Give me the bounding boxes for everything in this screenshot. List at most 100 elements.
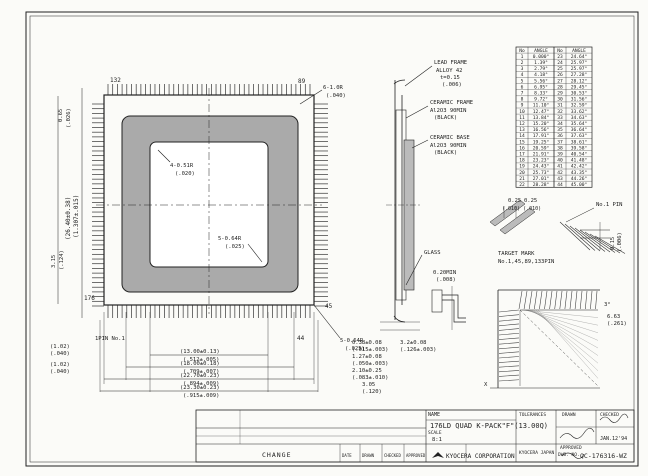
table-cell: 27 [557, 78, 563, 84]
side-note-1-inch: (.040) [50, 351, 70, 357]
table-cell: 43.35° [571, 170, 588, 176]
seal-dim-inch: (.124) [59, 250, 65, 270]
table-cell: 32.59° [571, 103, 588, 109]
table-cell: 0.000° [533, 54, 550, 60]
table-cell: 29.45° [571, 84, 588, 90]
table-cell: 31.56° [571, 97, 588, 103]
lead-pitch: 0.65 [58, 109, 64, 122]
table-cell: 41.48° [571, 158, 588, 164]
table-header-cell: ANGLE [572, 48, 586, 54]
table-cell: 36 [557, 133, 563, 139]
sec-dim-b-inch: (.015±.003) [352, 347, 388, 353]
table-cell: 2 [521, 60, 524, 66]
package-top-view [92, 84, 328, 318]
approved-label: APPROVED [560, 445, 582, 451]
table-cell: 37 [557, 139, 563, 145]
corner-dim-inch: (.261) [607, 321, 627, 327]
title-block [195, 409, 635, 463]
outer-dim: (26.40±0.38) [65, 197, 72, 240]
table-cell: 27.01° [533, 176, 550, 182]
leads-right [314, 103, 328, 307]
table-cell: 21.91° [533, 152, 550, 158]
table-cell: 42 [557, 170, 563, 176]
table-cell: 29 [557, 91, 563, 97]
sec-dim-e: 2.10±0.25 [352, 368, 382, 374]
table-cell: 28.28° [533, 182, 550, 188]
table-cell: 39.58° [571, 145, 588, 151]
table-cell: 2.79° [534, 66, 548, 72]
table-cell: 13.84° [533, 115, 550, 121]
ceramic-base-material: Al2O3 90MIN [430, 143, 466, 149]
table-cell: 25.73° [533, 170, 550, 176]
leads-top [107, 84, 311, 95]
table-cell: 44 [557, 182, 563, 188]
table-cell: 8.33° [534, 91, 548, 97]
table-cell: 6.95° [534, 84, 548, 90]
date-col-label: DATE [342, 453, 352, 458]
leader-ceramic-base [411, 139, 429, 149]
table-cell: 23.23° [533, 158, 550, 164]
sec-dim-a: 0.20MIN [433, 270, 456, 276]
table-cell: 17 [519, 152, 525, 158]
table-cell: 1 [521, 54, 524, 60]
sec-dim-d-inch: (.050±.003) [352, 361, 388, 367]
table-cell: 7 [521, 91, 524, 97]
lead-frame-thickness: t=0.15 [440, 75, 460, 81]
table-cell: 41 [557, 164, 563, 170]
lead-frame-material: ALLOY 42 [436, 68, 463, 74]
table-header-cell: ANGLE [534, 48, 548, 54]
corner-detail-view [490, 289, 600, 389]
leader-inner-r [157, 149, 171, 163]
lead-width-1: 0.25 [508, 198, 521, 204]
company-name: KYOCERA CORPORATION [446, 453, 515, 460]
table-cell: 9 [521, 103, 524, 109]
pin1-note: No.1 PIN [596, 202, 623, 208]
table-header-cell: No [519, 48, 525, 54]
table-cell: 35 [557, 127, 563, 133]
table-cell: 28.12° [571, 78, 588, 84]
table-cell: 21 [519, 176, 525, 182]
table-cell: 12 [519, 121, 525, 127]
target-mark: TARGET MARK [498, 251, 535, 257]
lead-detail-view [489, 199, 626, 254]
table-cell: 1.39° [534, 60, 548, 66]
table-cell: 39 [557, 152, 563, 158]
table-cell: 33.62° [571, 109, 588, 115]
scale-label: SCALE [428, 430, 442, 436]
mid-radius-inch: (.025) [225, 244, 245, 250]
table-cell: 16.56° [533, 127, 550, 133]
leader-ceramic-frame [405, 105, 429, 119]
checked-label: CHECKED [600, 412, 619, 418]
pin-label-44: 44 [297, 335, 305, 342]
table-cell: 23 [557, 54, 563, 60]
table-cell: 27.28° [571, 72, 588, 78]
table-cell: 34.63° [571, 115, 588, 121]
table-cell: 24.43° [533, 164, 550, 170]
table-cell: 19 [519, 164, 525, 170]
sheet-border [25, 11, 639, 467]
target-mark-pins: No.1,45,89,133PIN [498, 259, 554, 265]
change-label: CHANGE [262, 451, 291, 459]
table-cell: 14 [519, 133, 525, 139]
table-cell: 24.64° [571, 54, 588, 60]
table-cell: 32 [557, 109, 563, 115]
glass-label: GLASS [424, 250, 441, 256]
approved-col-label: APPROVED [406, 453, 426, 458]
lead-width-inch: (.010) (.010) [502, 206, 541, 212]
table-cell: 3 [521, 66, 524, 72]
leader-mid-r [247, 243, 263, 263]
table-cell: 19.25° [533, 139, 550, 145]
bottom-dim-3-inch: (.894±.009) [183, 381, 219, 387]
side-note-1: (1.02) [50, 344, 70, 350]
side-note-2-inch: (.040) [50, 369, 70, 375]
table-cell: 20.59° [533, 145, 550, 151]
drawn-label: DRAWN [562, 412, 576, 418]
table-cell: 4.18° [534, 72, 548, 78]
table-cell: 38 [557, 145, 563, 151]
sec-dim-f-inch: (.120) [362, 389, 382, 395]
table-cell: 44.26° [571, 176, 588, 182]
scale-value: 8:1 [432, 437, 442, 443]
sec-dim-a-inch: (.008) [436, 277, 456, 283]
